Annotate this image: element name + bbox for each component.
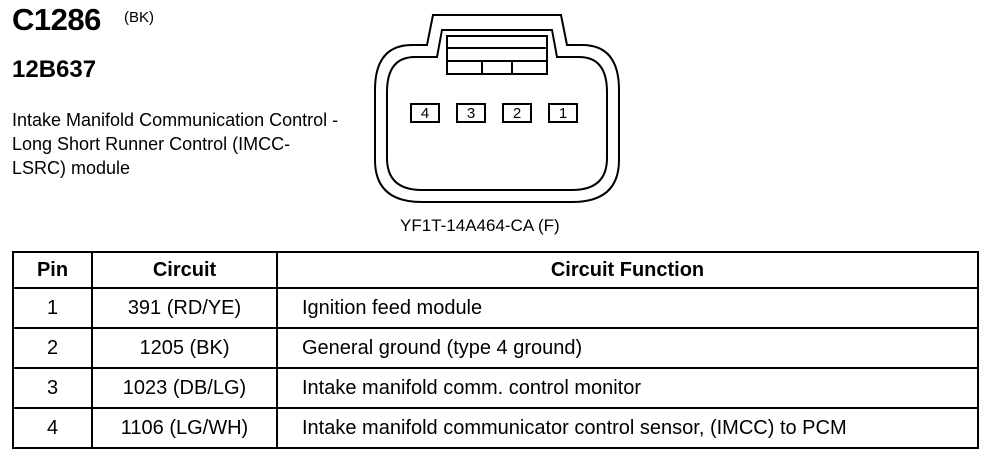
header-pin: Pin xyxy=(12,251,93,289)
connector-face-diagram: 4 3 2 1 xyxy=(374,14,620,203)
pin-cell: 4 xyxy=(12,407,93,449)
terminal-2: 2 xyxy=(502,103,532,123)
header-circuit-function: Circuit Function xyxy=(276,251,979,289)
svg-text:4: 4 xyxy=(421,105,429,122)
circuit-cell: 1106 (LG/WH) xyxy=(91,407,278,449)
connector-latch xyxy=(446,35,548,75)
pin-cell: 3 xyxy=(12,367,93,409)
connector-outer-housing xyxy=(374,14,620,203)
terminal-1: 1 xyxy=(548,103,578,123)
circuit-cell: 1205 (BK) xyxy=(91,327,278,369)
circuit-cell: 1023 (DB/LG) xyxy=(91,367,278,409)
table-row: 3 1023 (DB/LG) Intake manifold comm. con… xyxy=(12,367,979,409)
circuit-cell: 391 (RD/YE) xyxy=(91,287,278,329)
table-row: 4 1106 (LG/WH) Intake manifold communica… xyxy=(12,407,979,449)
part-number: 12B637 xyxy=(12,56,97,83)
connector-color: (BK) xyxy=(124,9,154,26)
table-header-row: Pin Circuit Circuit Function xyxy=(12,251,979,289)
function-cell: Intake manifold communicator control sen… xyxy=(276,407,979,449)
terminal-3: 3 xyxy=(456,103,486,123)
header-circuit: Circuit xyxy=(91,251,278,289)
connector-part-number: YF1T-14A464-CA (F) xyxy=(400,216,560,235)
module-description: Intake Manifold Communication Control - … xyxy=(12,110,339,178)
connector-id: C1286 xyxy=(12,2,101,37)
table-row: 2 1205 (BK) General ground (type 4 groun… xyxy=(12,327,979,369)
function-cell: Ignition feed module xyxy=(276,287,979,329)
pinout-table: Pin Circuit Circuit Function 1 391 (RD/Y… xyxy=(12,251,979,449)
svg-text:3: 3 xyxy=(467,105,475,122)
function-cell: Intake manifold comm. control monitor xyxy=(276,367,979,409)
connector-inner-housing xyxy=(386,29,608,191)
pin-cell: 2 xyxy=(12,327,93,369)
svg-text:2: 2 xyxy=(513,105,521,122)
svg-text:1: 1 xyxy=(559,105,567,122)
table-row: 1 391 (RD/YE) Ignition feed module xyxy=(12,287,979,329)
function-cell: General ground (type 4 ground) xyxy=(276,327,979,369)
terminal-4: 4 xyxy=(410,103,440,123)
pin-cell: 1 xyxy=(12,287,93,329)
